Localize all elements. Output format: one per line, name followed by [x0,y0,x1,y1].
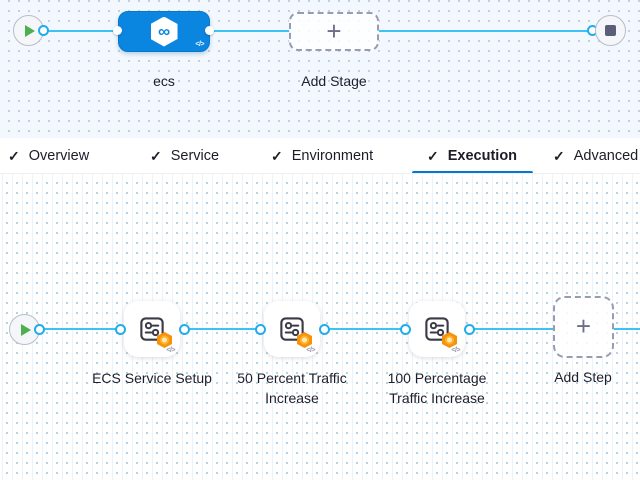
step-name-label: 50 Percent Traffic Increase [237,370,347,406]
node-port[interactable] [205,26,214,35]
tab-label: Overview [28,148,90,164]
yaml-code-icon[interactable]: </> [166,347,175,354]
step-node-100-percentage-traffic-increase[interactable]: </> [409,301,465,357]
node-port[interactable] [318,323,330,335]
check-icon: ✓ [150,147,162,164]
tab-label: Execution [447,148,518,164]
plus-icon: + [326,15,342,46]
tab-label: Service [170,148,220,164]
yaml-code-icon[interactable]: </> [451,347,460,354]
play-icon [25,24,35,37]
connector-line [210,29,290,32]
tab-execution[interactable]: ✓ Execution [427,138,518,173]
check-icon: ✓ [271,147,283,164]
step-name-label: 100 Percentage Traffic Increase [387,370,487,406]
check-icon: ✓ [427,147,439,164]
node-port[interactable] [254,323,266,335]
tab-service[interactable]: ✓ Service [150,138,220,173]
stage-name-label: ecs [153,73,175,89]
check-icon: ✓ [553,147,565,164]
add-step-button[interactable]: + [553,296,614,358]
step-node-50-percent-traffic-increase[interactable]: </> [264,301,320,357]
active-tab-underline [412,171,533,173]
tab-environment[interactable]: ✓ Environment [271,138,374,173]
step-node-ecs-service-setup[interactable]: </> [124,301,180,357]
node-port[interactable] [113,26,122,35]
execution-canvas[interactable]: </> ECS Service Setup </> 50 Percent Tra… [0,174,640,480]
connector-line [44,29,118,32]
node-port[interactable] [114,323,126,335]
play-icon [21,323,31,336]
tab-label: Advanced [573,148,639,164]
stage-canvas[interactable]: ∞ </> ecs + Add Stage [0,0,640,138]
plus-icon: + [575,311,592,341]
orange-hexagon-badge-icon [297,332,312,348]
pipeline-end-node[interactable] [595,15,626,46]
connector-line [613,328,640,330]
tab-advanced[interactable]: ✓ Advanced [553,138,639,173]
tab-overview[interactable]: ✓ Overview [8,138,90,173]
node-port[interactable] [34,323,45,335]
yaml-code-icon[interactable]: </> [306,347,315,354]
tab-label: Environment [291,148,374,164]
step-config-icon [425,317,449,341]
stage-node-ecs[interactable]: ∞ </> [118,11,210,52]
infinity-glyph: ∞ [157,22,171,41]
orange-hexagon-badge-icon [442,332,457,348]
stage-config-tabs: ✓ Overview ✓ Service ✓ Environment ✓ Exe… [0,138,640,174]
step-config-icon [140,317,164,341]
add-stage-label: Add Stage [301,73,367,89]
step-config-icon [280,317,304,341]
yaml-code-icon[interactable]: </> [195,41,204,48]
orange-hexagon-badge-icon [157,332,172,348]
add-stage-button[interactable]: + [289,12,379,51]
add-step-label: Add Step [554,369,612,385]
node-port[interactable] [38,25,49,36]
connector-line [379,29,593,32]
node-port[interactable] [463,323,475,335]
harness-cd-hexagon-icon: ∞ [150,16,178,47]
node-port[interactable] [399,323,411,335]
stop-icon [605,25,616,36]
node-port[interactable] [178,323,190,335]
step-name-label: ECS Service Setup [92,370,212,386]
check-icon: ✓ [8,147,20,164]
